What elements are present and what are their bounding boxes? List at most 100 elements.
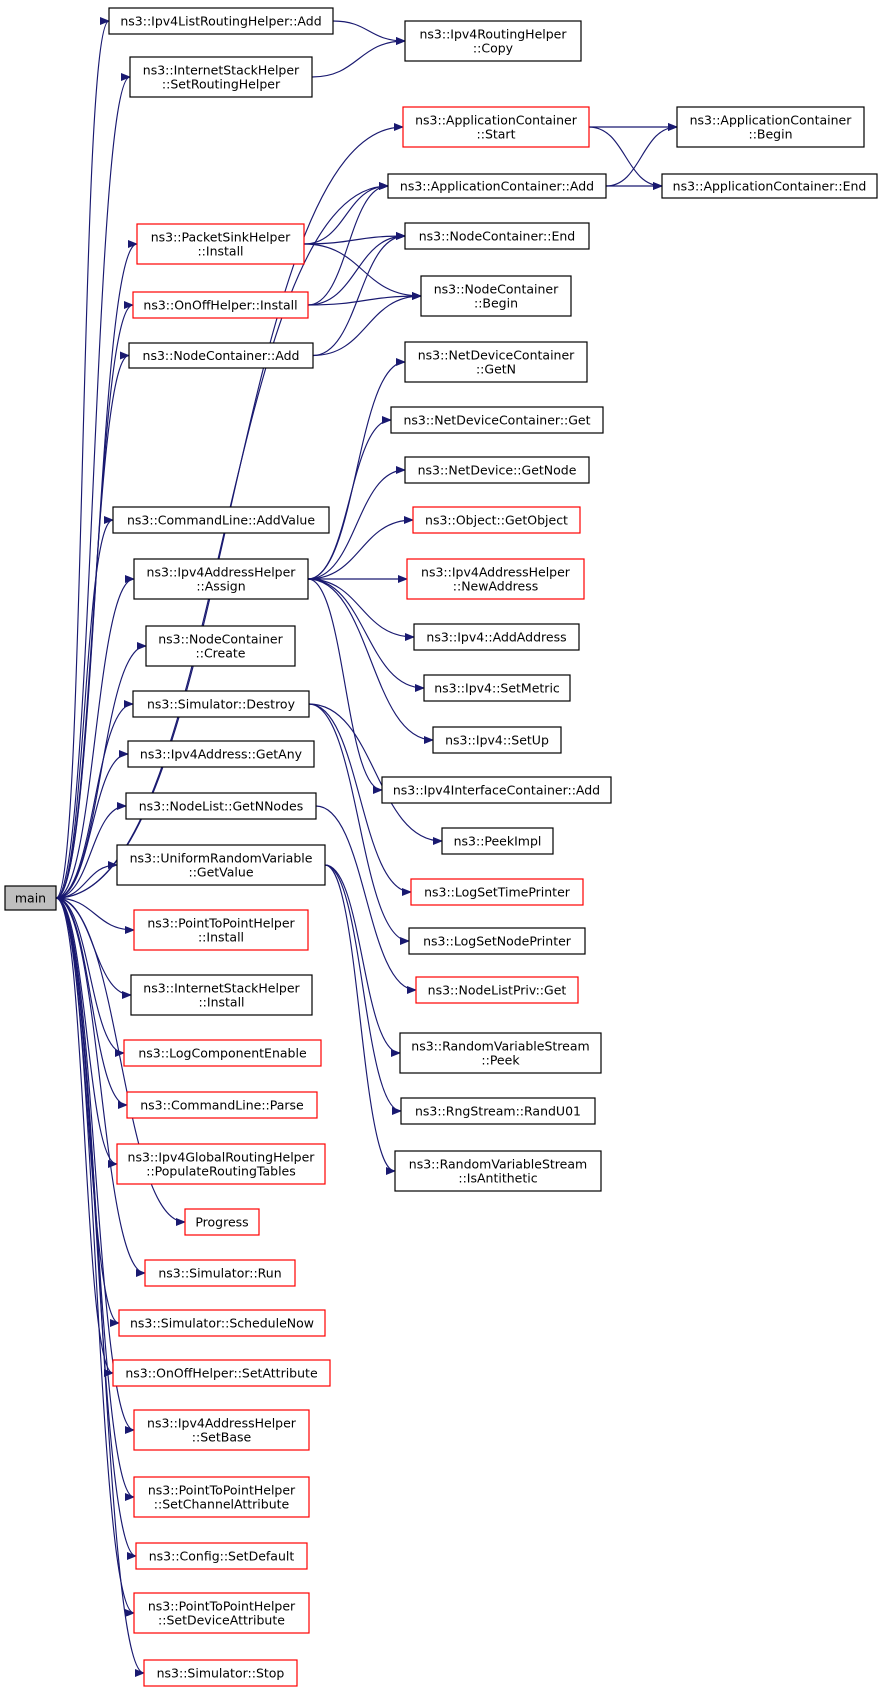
- node-label: ns3::Ipv4::SetUp: [445, 733, 549, 748]
- node-ipv4setmetric[interactable]: ns3::Ipv4::SetMetric: [423, 674, 571, 702]
- node-label: ::Copy: [473, 41, 514, 56]
- node-appstart[interactable]: ns3::ApplicationContainer::Start: [402, 106, 590, 148]
- edge-ipv4assign-to-ndgetnode: [307, 466, 406, 580]
- node-label: ns3::NodeContainer: [434, 282, 559, 297]
- node-box-simrun: [144, 1259, 296, 1287]
- node-pktsink[interactable]: ns3::PacketSinkHelper::Install: [136, 223, 305, 265]
- node-ipv4setup[interactable]: ns3::Ipv4::SetUp: [432, 726, 562, 754]
- node-ipv4assign[interactable]: ns3::Ipv4AddressHelper::Assign: [133, 558, 309, 600]
- nodes-layer: mainns3::Ipv4ListRoutingHelper::Addns3::…: [4, 7, 878, 1687]
- node-label: Progress: [195, 1215, 248, 1230]
- edge-simdestroy-to-logsettime: [308, 703, 412, 896]
- edge-main-to-progress: [55, 897, 186, 1226]
- node-p2psetdev[interactable]: ns3::PointToPointHelper::SetDeviceAttrib…: [133, 1592, 310, 1634]
- node-box-p2psetchan: [133, 1476, 310, 1518]
- node-label: ::GetValue: [188, 865, 253, 880]
- node-rngrandu01[interactable]: ns3::RngStream::RandU01: [400, 1097, 596, 1125]
- node-label: ns3::NetDevice::GetNode: [418, 463, 577, 478]
- node-ishinstall[interactable]: ns3::InternetStackHelper::Install: [130, 974, 313, 1016]
- node-logsetnode[interactable]: ns3::LogSetNodePrinter: [408, 927, 586, 955]
- node-onoffsetattr[interactable]: ns3::OnOffHelper::SetAttribute: [112, 1359, 331, 1387]
- node-cmdaddvalue[interactable]: ns3::CommandLine::AddValue: [112, 506, 330, 534]
- node-ncend[interactable]: ns3::NodeContainer::End: [404, 222, 590, 250]
- node-ipv4globalpop[interactable]: ns3::Ipv4GlobalRoutingHelper::PopulateRo…: [116, 1143, 326, 1185]
- node-simschednow[interactable]: ns3::Simulator::ScheduleNow: [118, 1309, 326, 1337]
- node-ipv4ifcadd[interactable]: ns3::Ipv4InterfaceContainer::Add: [381, 776, 612, 804]
- node-label: ns3::Simulator::Run: [158, 1266, 281, 1281]
- node-appbegin[interactable]: ns3::ApplicationContainer::Begin: [676, 106, 865, 148]
- edge-ipv4assign-to-ipv4setmetric: [307, 578, 425, 692]
- node-label: ns3::OnOffHelper::Install: [143, 298, 297, 313]
- edges-layer: [55, 17, 678, 1677]
- node-rvsisanti[interactable]: ns3::RandomVariableStream::IsAntithetic: [394, 1150, 602, 1192]
- node-label: ::SetRoutingHelper: [162, 77, 281, 92]
- node-progress[interactable]: Progress: [184, 1208, 260, 1236]
- node-simdestroy[interactable]: ns3::Simulator::Destroy: [132, 690, 310, 718]
- node-box-ncadd: [128, 342, 314, 369]
- node-label: ::Install: [197, 244, 243, 259]
- node-main[interactable]: main: [4, 885, 57, 911]
- node-ncbegin[interactable]: ns3::NodeContainer::Begin: [420, 275, 572, 317]
- node-logcompenable[interactable]: ns3::LogComponentEnable: [123, 1039, 322, 1067]
- node-label: ns3::NetDeviceContainer: [418, 348, 575, 363]
- node-ipv4listadd[interactable]: ns3::Ipv4ListRoutingHelper::Add: [108, 7, 334, 35]
- node-label: ns3::Ipv4InterfaceContainer::Add: [393, 783, 600, 798]
- node-simrun[interactable]: ns3::Simulator::Run: [144, 1259, 296, 1287]
- node-ipv4setbase[interactable]: ns3::Ipv4AddressHelper::SetBase: [133, 1409, 310, 1451]
- node-label: ::Start: [477, 127, 516, 142]
- node-simstop[interactable]: ns3::Simulator::Stop: [143, 1659, 298, 1687]
- node-rvspeek[interactable]: ns3::RandomVariableStream::Peek: [399, 1032, 602, 1074]
- node-appadd[interactable]: ns3::ApplicationContainer::Add: [387, 173, 607, 199]
- node-objgetobject[interactable]: ns3::Object::GetObject: [412, 506, 581, 534]
- node-ndgetnode[interactable]: ns3::NetDevice::GetNode: [404, 456, 590, 484]
- node-label: ::SetDeviceAttribute: [158, 1613, 285, 1628]
- node-p2pinstall[interactable]: ns3::PointToPointHelper::Install: [133, 909, 309, 951]
- edge-main-to-simrun: [55, 897, 146, 1277]
- node-box-peekimpl: [441, 827, 554, 855]
- node-box-p2psetdev: [133, 1592, 310, 1634]
- node-label: ::GetN: [476, 362, 516, 377]
- node-urvgetvalue[interactable]: ns3::UniformRandomVariable::GetValue: [116, 844, 326, 886]
- node-peekimpl[interactable]: ns3::PeekImpl: [441, 827, 554, 855]
- node-cfgsetdefault[interactable]: ns3::Config::SetDefault: [135, 1542, 308, 1570]
- node-ipv4newaddr[interactable]: ns3::Ipv4AddressHelper::NewAddress: [406, 558, 585, 600]
- edge-ipv4assign-to-ndcgetn: [307, 358, 406, 580]
- edge-main-to-onoffsetattr: [55, 897, 114, 1377]
- edge-main-to-p2pinstall: [55, 897, 135, 934]
- node-ndcgetn[interactable]: ns3::NetDeviceContainer::GetN: [404, 341, 588, 383]
- node-box-ipv4getany: [127, 740, 315, 768]
- edge-onoffinstall-to-appadd: [307, 182, 389, 306]
- node-ncadd[interactable]: ns3::NodeContainer::Add: [128, 342, 314, 369]
- node-box-simstop: [143, 1659, 298, 1687]
- node-nlprivget[interactable]: ns3::NodeListPriv::Get: [415, 976, 579, 1004]
- node-logsettime[interactable]: ns3::LogSetTimePrinter: [410, 878, 584, 906]
- node-box-nlgetnnodes: [125, 792, 317, 820]
- node-ndcget[interactable]: ns3::NetDeviceContainer::Get: [390, 406, 604, 434]
- node-label: ns3::Object::GetObject: [425, 513, 568, 528]
- node-p2psetchan[interactable]: ns3::PointToPointHelper::SetChannelAttri…: [133, 1476, 310, 1518]
- node-nccreate[interactable]: ns3::NodeContainer::Create: [145, 625, 296, 667]
- node-ipv4getany[interactable]: ns3::Ipv4Address::GetAny: [127, 740, 315, 768]
- node-box-ipv4addaddr: [413, 623, 580, 651]
- node-label: ns3::NodeContainer::End: [419, 229, 575, 244]
- node-box-onoffsetattr: [112, 1359, 331, 1387]
- node-box-ndgetnode: [404, 456, 590, 484]
- node-ipv4routingcopy[interactable]: ns3::Ipv4RoutingHelper::Copy: [404, 20, 582, 62]
- node-ipv4addaddr[interactable]: ns3::Ipv4::AddAddress: [413, 623, 580, 651]
- node-label: ns3::NodeListPriv::Get: [428, 983, 567, 998]
- node-label: main: [15, 891, 46, 906]
- node-nlgetnnodes[interactable]: ns3::NodeList::GetNNodes: [125, 792, 317, 820]
- node-ishsetrouting[interactable]: ns3::InternetStackHelper::SetRoutingHelp…: [129, 56, 313, 98]
- node-cmdparse[interactable]: ns3::CommandLine::Parse: [126, 1091, 318, 1119]
- node-box-cfgsetdefault: [135, 1542, 308, 1570]
- node-box-ishinstall: [130, 974, 313, 1016]
- node-onoffinstall[interactable]: ns3::OnOffHelper::Install: [132, 291, 309, 319]
- edge-main-to-logcompenable: [55, 897, 125, 1057]
- node-label: ns3::Simulator::ScheduleNow: [130, 1316, 314, 1331]
- node-append[interactable]: ns3::ApplicationContainer::End: [661, 173, 878, 199]
- node-label: ns3::LogComponentEnable: [138, 1046, 307, 1061]
- edge-onoffinstall-to-ncbegin: [307, 292, 422, 306]
- node-label: ns3::Ipv4AddressHelper: [421, 565, 571, 580]
- node-label: ::SetBase: [192, 1430, 252, 1445]
- node-label: ns3::RandomVariableStream: [409, 1157, 587, 1172]
